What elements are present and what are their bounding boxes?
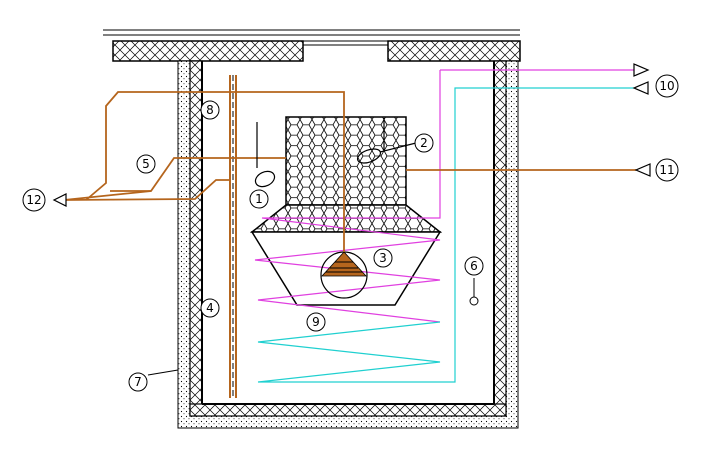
arrow-10-icon (633, 63, 650, 77)
callout-12 (22, 188, 46, 212)
brown-piping (63, 91, 636, 252)
callout-11 (655, 158, 679, 182)
label-9: 9 (312, 315, 320, 329)
component-2 (356, 118, 417, 164)
callout-5 (136, 154, 156, 174)
arrows (52, 63, 651, 207)
vertical-pipe (229, 75, 237, 398)
label-11: 11 (659, 163, 674, 177)
callout-2 (414, 133, 434, 153)
arrow-out-icon (632, 81, 649, 95)
label-8: 8 (206, 103, 214, 117)
label-10: 10 (659, 79, 674, 93)
label-1: 1 (255, 192, 263, 206)
cyan-coil (257, 87, 634, 383)
arrow-12-icon (52, 193, 67, 207)
label-2: 2 (420, 136, 428, 150)
leader-7 (147, 369, 179, 376)
callouts (22, 74, 679, 392)
component-1 (254, 122, 276, 188)
callout-6 (464, 256, 484, 276)
callout-8 (200, 100, 220, 120)
label-3: 3 (379, 251, 387, 265)
label-6: 6 (470, 259, 478, 273)
component-6 (469, 278, 479, 306)
label-12: 12 (26, 193, 41, 207)
callout-7 (128, 372, 148, 392)
label-5: 5 (142, 157, 150, 171)
label-4: 4 (206, 301, 214, 315)
tank-wall (189, 60, 507, 417)
callout-9 (306, 312, 326, 332)
magenta-coil (254, 70, 441, 323)
lid (103, 29, 521, 62)
callout-10 (655, 74, 679, 98)
label-7: 7 (134, 375, 142, 389)
callout-3 (373, 248, 393, 268)
callout-1 (249, 189, 269, 209)
callout-4 (200, 298, 220, 318)
arrow-11-icon (634, 163, 651, 177)
